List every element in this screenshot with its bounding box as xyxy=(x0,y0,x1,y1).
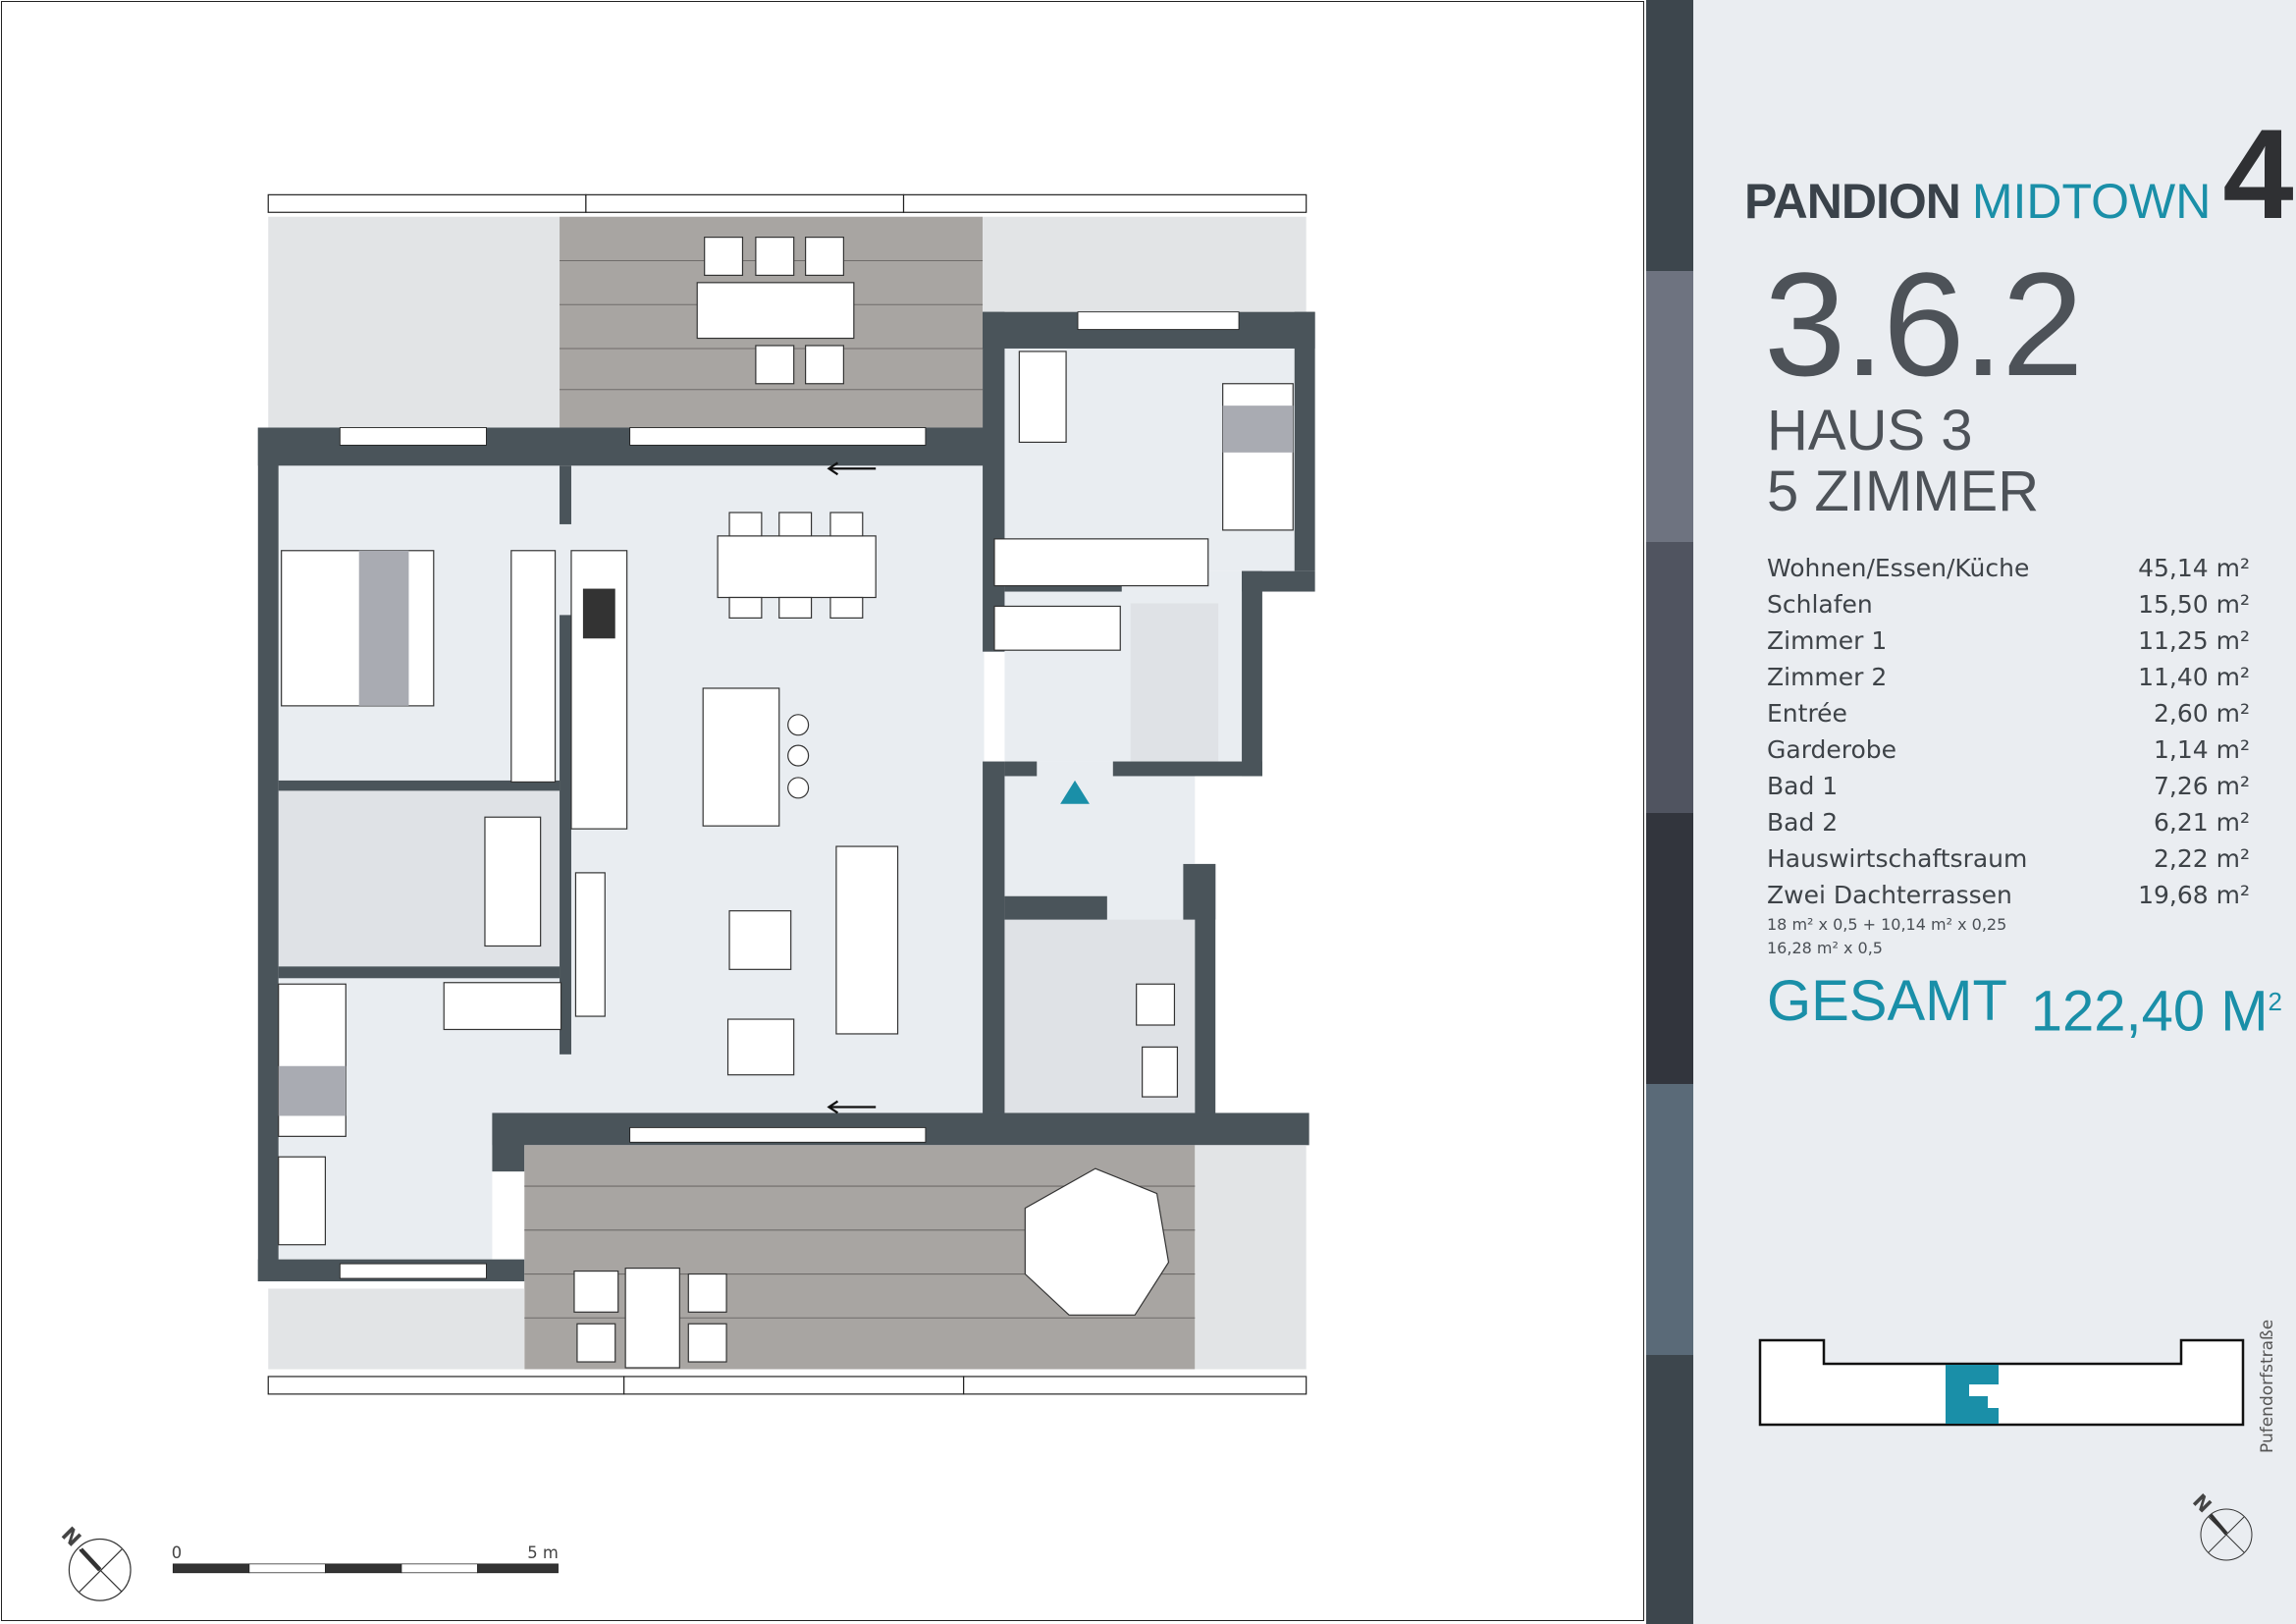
total-unit-sup: 2 xyxy=(2268,987,2282,1016)
total-value-wrap: 122,40 M2 xyxy=(2031,967,2282,1046)
strip-segment xyxy=(1646,1355,1693,1624)
area-table: Wohnen/Essen/Küche 45,14 m² Schlafen 15,50… xyxy=(1767,550,2250,960)
area-value: 15,50 m² xyxy=(2138,590,2250,619)
area-row: Entrée 2,60 m² xyxy=(1767,695,2250,731)
area-label: Bad 2 xyxy=(1767,808,1839,837)
windows xyxy=(339,311,1240,1279)
area-row: Zimmer 1 11,25 m² xyxy=(1767,623,2250,659)
area-row: Bad 1 7,26 m² xyxy=(1767,768,2250,804)
gravel-area xyxy=(268,216,561,428)
logo-number: 4 xyxy=(2222,102,2294,245)
floor-plan-area: N 0 5 m xyxy=(1,1,1644,1621)
color-strip xyxy=(1646,0,1693,1624)
gravel-area xyxy=(268,1288,525,1370)
gravel-area xyxy=(1195,1145,1307,1370)
area-label: Bad 1 xyxy=(1767,772,1839,800)
scale-bar xyxy=(172,1563,559,1574)
logo-text-light: MIDTOWN xyxy=(1971,174,2212,229)
cooktop xyxy=(582,588,615,639)
area-label: Entrée xyxy=(1767,699,1847,728)
strip-segment xyxy=(1646,0,1693,271)
area-label: Schlafen xyxy=(1767,590,1873,619)
terrace-note: 18 m² x 0,5 + 10,14 m² x 0,25 xyxy=(1767,915,2007,934)
gravel-area xyxy=(983,216,1307,312)
railing-north xyxy=(267,193,1308,213)
area-row: Garderobe 1,14 m² xyxy=(1767,731,2250,768)
info-panel: PANDION MIDTOWN 4 3.6.2 HAUS 3 5 ZIMMER … xyxy=(1693,0,2296,1624)
entrance-marker-icon xyxy=(1060,780,1090,804)
total-value: 122,40 M xyxy=(2030,979,2269,1044)
area-row: Zwei Dachterrassen 19,68 m² xyxy=(1767,877,2250,913)
house-label: HAUS 3 xyxy=(1767,399,1973,462)
area-row: Wohnen/Essen/Küche 45,14 m² xyxy=(1767,550,2250,586)
area-label: Garderobe xyxy=(1767,735,1897,764)
strip-segment xyxy=(1646,271,1693,542)
direction-arrow-icon xyxy=(827,461,877,1114)
area-value: 2,22 m² xyxy=(2154,844,2250,873)
strip-segment xyxy=(1646,1084,1693,1355)
area-label: Wohnen/Essen/Küche xyxy=(1767,554,2030,582)
north-label: N xyxy=(57,1522,85,1550)
terrace-note: 16,28 m² x 0,5 xyxy=(1767,939,1883,957)
area-value: 11,25 m² xyxy=(2138,626,2250,655)
logo-text-bold: PANDION xyxy=(1744,174,1961,229)
area-label: Hauswirtschaftsraum xyxy=(1767,844,2028,873)
street-label: Pufendorfstraße xyxy=(2258,1319,2277,1453)
area-value: 11,40 m² xyxy=(2138,663,2250,691)
bed-cover xyxy=(358,550,409,706)
area-value: 1,14 m² xyxy=(2154,735,2250,764)
area-label: Zwei Dachterrassen xyxy=(1767,881,2012,909)
north-arrow-icon xyxy=(68,1538,132,1601)
scale-end-label: 5 m xyxy=(527,1543,559,1562)
floor-plan: N 0 5 m xyxy=(57,193,1315,1601)
area-value: 7,26 m² xyxy=(2154,772,2250,800)
area-value: 19,68 m² xyxy=(2138,881,2250,909)
strip-segment xyxy=(1646,813,1693,1084)
area-value: 2,60 m² xyxy=(2154,699,2250,728)
strip-segment xyxy=(1646,542,1693,813)
area-row: Zimmer 2 11,40 m² xyxy=(1767,659,2250,695)
railing-south xyxy=(267,1376,1308,1395)
unit-number: 3.6.2 xyxy=(1764,242,2084,406)
bed-cover xyxy=(1222,406,1294,453)
total-label: GESAMT xyxy=(1767,969,2007,1033)
area-label: Zimmer 2 xyxy=(1767,663,1888,691)
scale-start-label: 0 xyxy=(172,1543,182,1562)
area-row: Bad 2 6,21 m² xyxy=(1767,804,2250,840)
bed-cover xyxy=(278,1065,347,1116)
area-row: Schlafen 15,50 m² xyxy=(1767,586,2250,623)
rooms-label: 5 ZIMMER xyxy=(1767,460,2040,523)
area-row: Hauswirtschaftsraum 2,22 m² xyxy=(1767,840,2250,877)
area-value: 45,14 m² xyxy=(2138,554,2250,582)
utility-room-floor xyxy=(1130,603,1219,762)
area-value: 6,21 m² xyxy=(2154,808,2250,837)
brand-logo: PANDION MIDTOWN 4 xyxy=(1744,110,2294,238)
total-area: GESAMT 122,40 M2 xyxy=(1767,967,2282,1046)
area-label: Zimmer 1 xyxy=(1767,626,1888,655)
